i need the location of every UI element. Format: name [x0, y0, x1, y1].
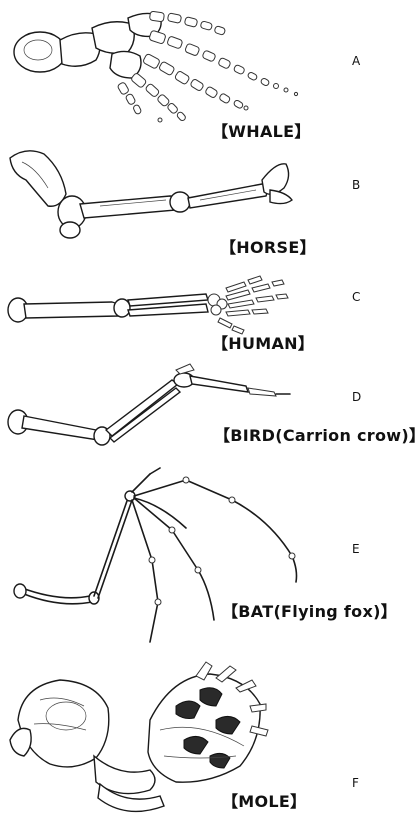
- animal-label-horse: 【HORSE】: [220, 234, 316, 258]
- panel-horse: B 【HORSE】: [0, 140, 416, 260]
- animal-label-bat: 【BAT(Flying fox)】: [222, 598, 397, 622]
- panel-letter: B: [352, 178, 360, 192]
- panel-letter: F: [352, 776, 359, 790]
- animal-label-mole: 【MOLE】: [222, 788, 306, 812]
- panel-mole: F 【MOLE】: [0, 660, 416, 827]
- panel-letter: D: [352, 390, 361, 404]
- animal-label-bird: 【BIRD(Carrion crow)】: [214, 422, 416, 446]
- panel-human: C 【HUMAN】: [0, 260, 416, 360]
- whale-flipper-skeleton: [0, 0, 416, 140]
- human-arm-skeleton: [0, 260, 416, 360]
- mole-forelimb-skeleton: [0, 660, 416, 827]
- panel-letter: A: [352, 54, 360, 68]
- panel-bat: E 【BAT(Flying fox)】: [0, 460, 416, 660]
- animal-label-human: 【HUMAN】: [212, 330, 314, 354]
- bat-wing-skeleton: [0, 460, 416, 660]
- panel-whale: A 【WHALE】: [0, 0, 416, 140]
- panel-letter: C: [352, 290, 360, 304]
- panel-bird: D 【BIRD(Carrion crow)】: [0, 360, 416, 460]
- horse-leg-skeleton: [0, 140, 416, 260]
- panel-letter: E: [352, 542, 360, 556]
- animal-label-whale: 【WHALE】: [212, 118, 311, 142]
